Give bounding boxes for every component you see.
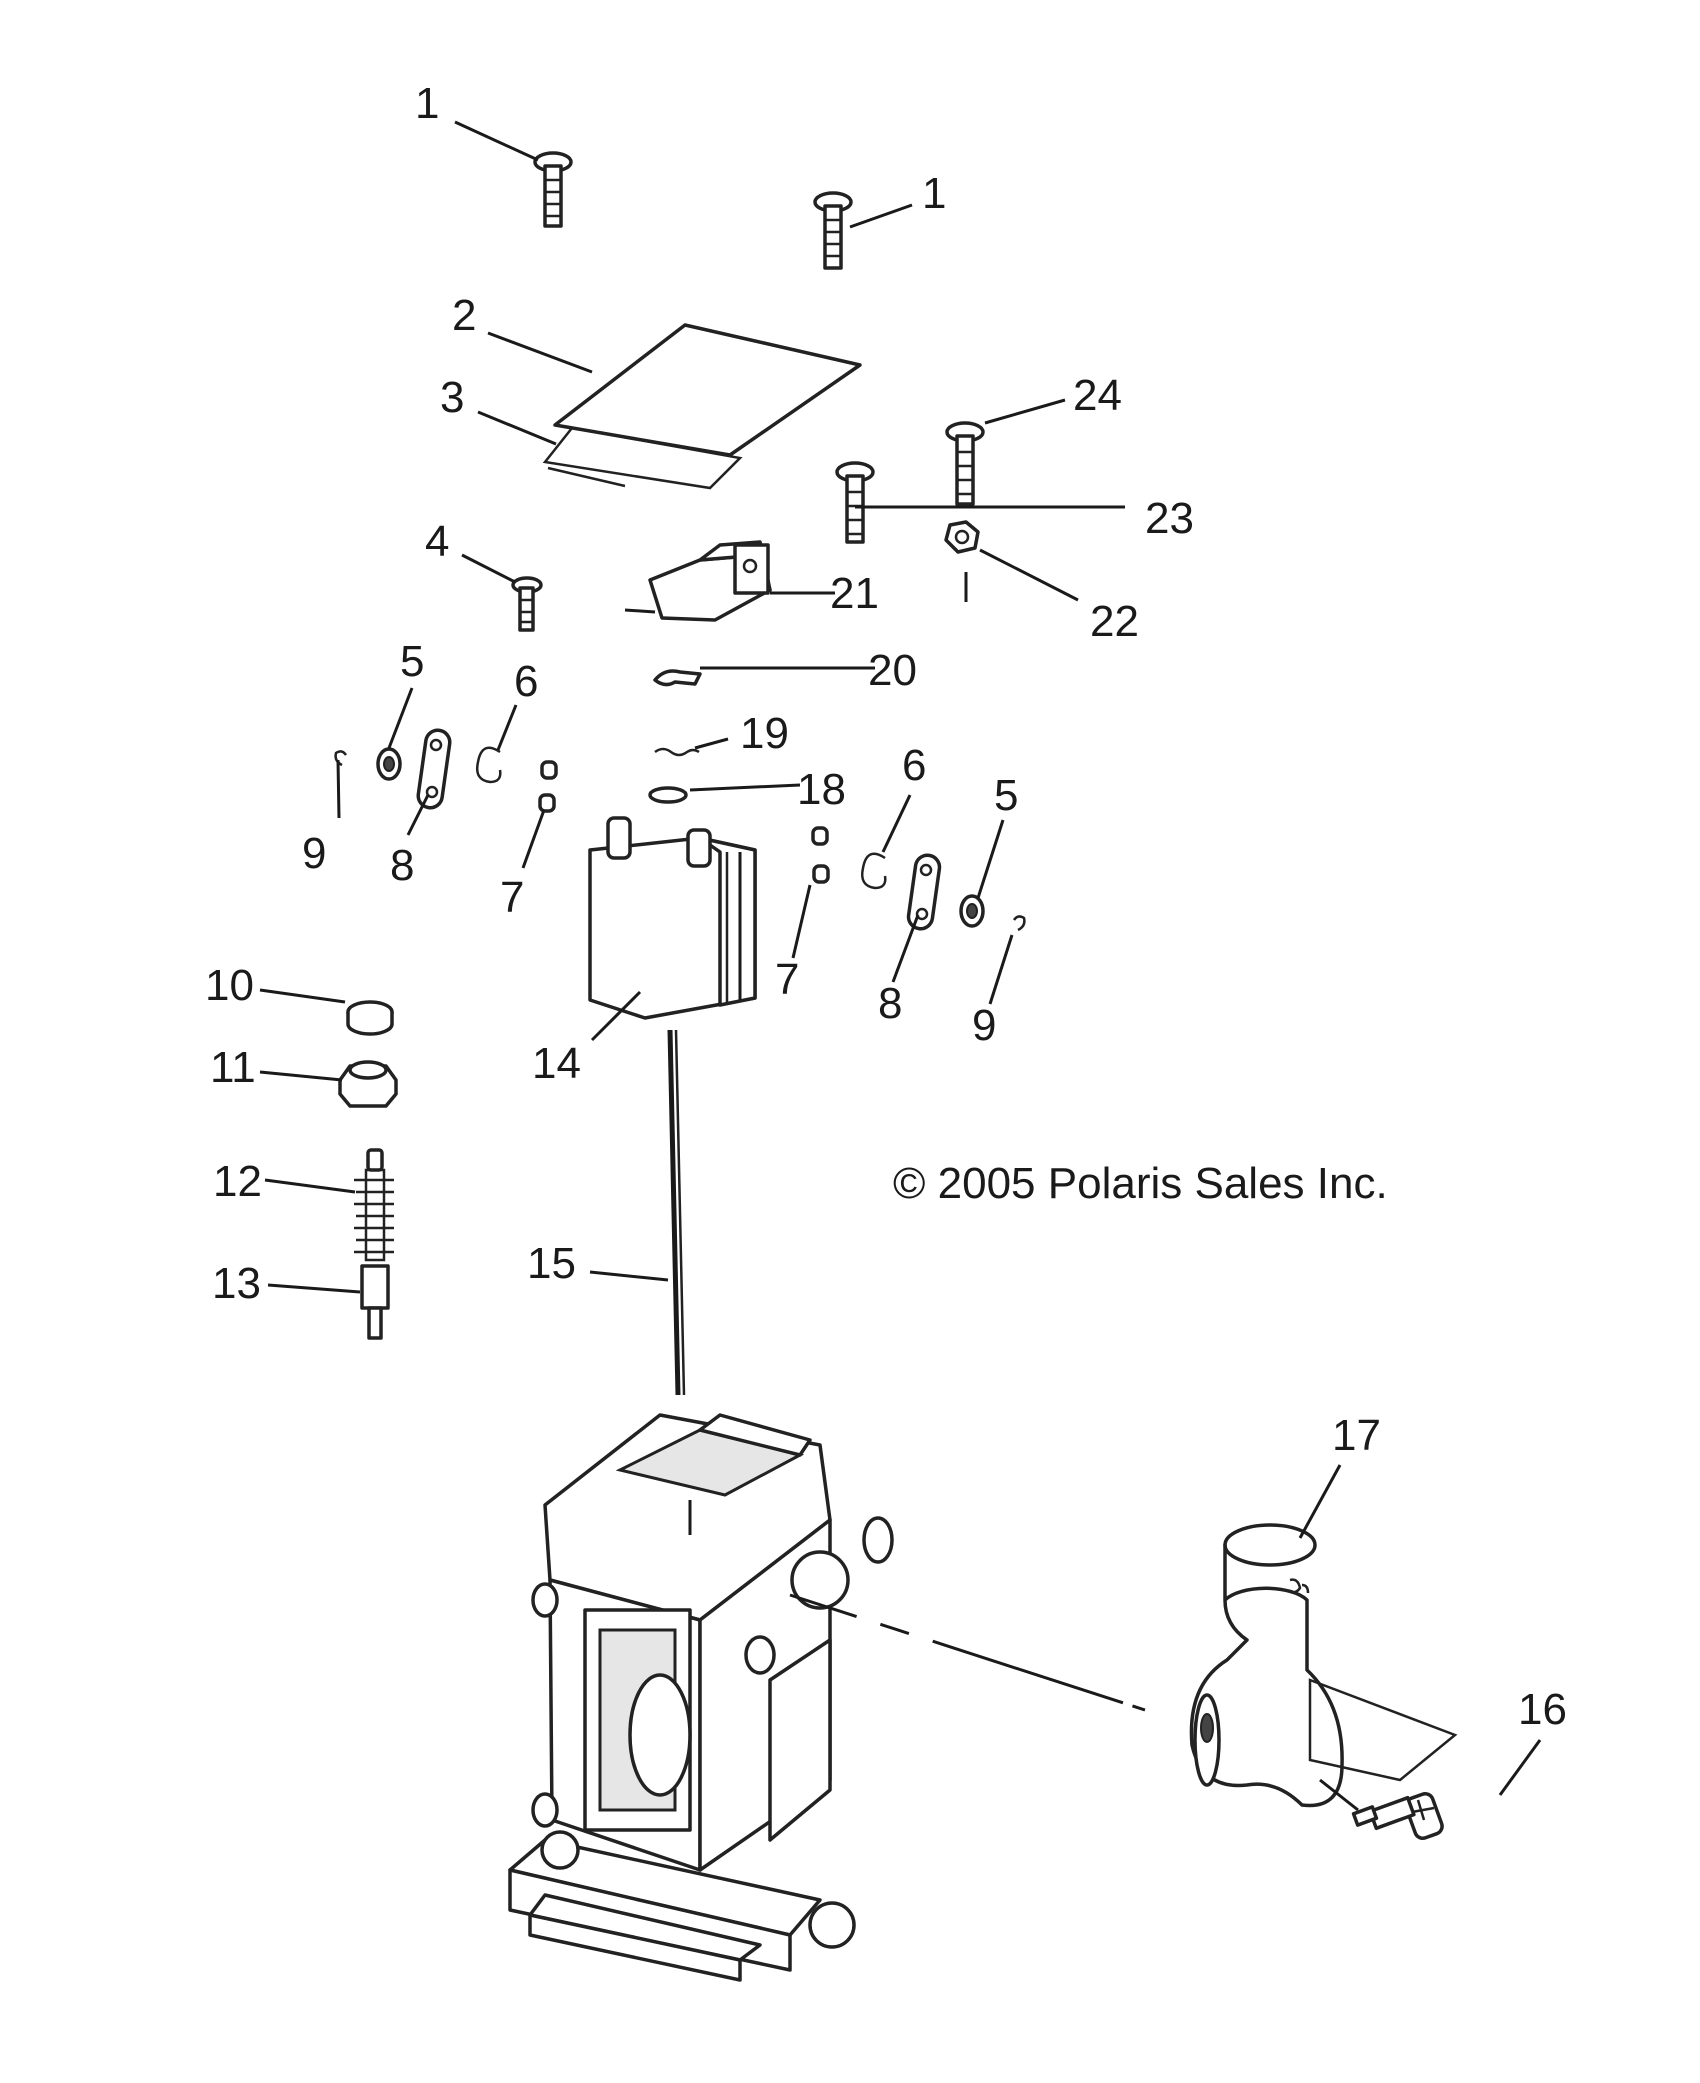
leader-lines bbox=[259, 120, 1542, 1796]
callout-15: 15 bbox=[527, 1239, 576, 1288]
screw-part-4 bbox=[511, 576, 543, 632]
plunger-part-12 bbox=[354, 1148, 394, 1262]
valve-part-13 bbox=[360, 1264, 390, 1340]
spring-clip-part-6-left bbox=[476, 746, 502, 784]
throttle-body-housing bbox=[508, 1413, 894, 1982]
callout-12: 12 bbox=[213, 1157, 262, 1206]
bushing-part-7-right bbox=[811, 826, 830, 884]
callout-5-right: 5 bbox=[994, 771, 1018, 820]
bracket-part-21 bbox=[624, 540, 772, 622]
copyright-notice: © 2005 Polaris Sales Inc. bbox=[893, 1159, 1388, 1208]
callout-9-left: 9 bbox=[302, 829, 326, 878]
callout-14: 14 bbox=[532, 1039, 581, 1088]
washer-part-5-right bbox=[959, 894, 985, 928]
callout-21: 21 bbox=[830, 569, 879, 618]
callout-5-left: 5 bbox=[400, 637, 424, 686]
circlip-part-9-right bbox=[1012, 915, 1026, 932]
link-part-8-left bbox=[416, 728, 452, 810]
callout-13: 13 bbox=[212, 1259, 261, 1308]
assembly-axis-line bbox=[789, 1593, 1146, 1712]
callout-10: 10 bbox=[205, 961, 254, 1010]
sensor-part-17 bbox=[1189, 1523, 1458, 1808]
callout-2: 2 bbox=[452, 291, 476, 340]
callout-6-right: 6 bbox=[902, 741, 926, 790]
screw-part-16 bbox=[1351, 1791, 1444, 1841]
bushing-part-7-left bbox=[538, 760, 558, 813]
callout-18: 18 bbox=[797, 765, 846, 814]
gasket-part-3 bbox=[542, 426, 743, 490]
callout-8-right: 8 bbox=[878, 979, 902, 1028]
nut-part-22 bbox=[944, 520, 980, 602]
nut-part-11 bbox=[338, 1060, 398, 1108]
clip-part-20 bbox=[653, 669, 702, 687]
callout-7-right: 7 bbox=[775, 955, 799, 1004]
callout-20: 20 bbox=[868, 646, 917, 695]
cap-part-10 bbox=[346, 1000, 394, 1036]
screw-part-23 bbox=[835, 461, 875, 544]
callout-1-right: 1 bbox=[922, 169, 946, 218]
spring-part-19 bbox=[654, 747, 700, 757]
callout-22: 22 bbox=[1090, 597, 1139, 646]
callout-11: 11 bbox=[210, 1043, 256, 1092]
callout-19: 19 bbox=[740, 709, 789, 758]
link-part-8-right bbox=[906, 853, 942, 931]
callout-9-right: 9 bbox=[972, 1001, 996, 1050]
callout-23: 23 bbox=[1145, 494, 1194, 543]
spring-clip-part-6-right bbox=[861, 852, 887, 890]
callout-1-left: 1 bbox=[415, 79, 439, 128]
rod-part-15 bbox=[667, 1029, 686, 1396]
screw-part-1-right bbox=[813, 191, 853, 270]
callout-8-left: 8 bbox=[390, 841, 414, 890]
callout-4: 4 bbox=[425, 517, 449, 566]
cover-plate-part-2 bbox=[553, 323, 862, 457]
screw-part-24 bbox=[945, 421, 985, 506]
washer-part-18 bbox=[648, 786, 688, 804]
callout-7-left: 7 bbox=[500, 873, 524, 922]
screw-part-1-left bbox=[533, 151, 573, 228]
callout-24: 24 bbox=[1073, 371, 1122, 420]
callout-16: 16 bbox=[1518, 1685, 1567, 1734]
callout-17: 17 bbox=[1332, 1411, 1381, 1460]
washer-part-5-left bbox=[376, 747, 402, 781]
block-part-14 bbox=[588, 816, 757, 1020]
callout-labels: 1 1 2 3 24 23 22 4 21 20 19 18 5 6 9 8 7… bbox=[205, 79, 1567, 1734]
callout-3: 3 bbox=[440, 373, 464, 422]
callout-6-left: 6 bbox=[514, 657, 538, 706]
